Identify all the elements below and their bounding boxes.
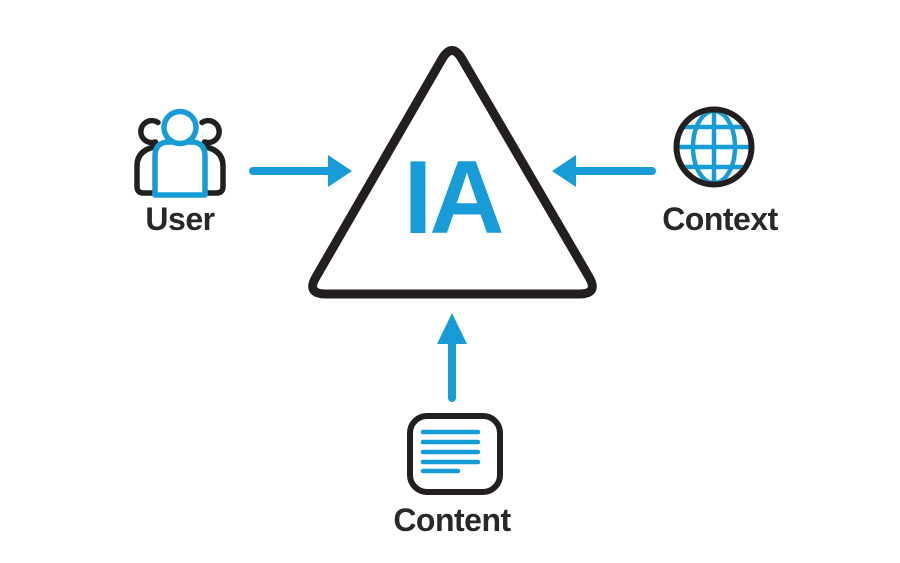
ia-triangle: [308, 46, 597, 299]
context-label: Context: [662, 201, 778, 237]
user-label: User: [145, 201, 215, 237]
document-icon: [407, 413, 503, 495]
arrow-right-icon: [249, 155, 352, 187]
globe-icon: [673, 106, 755, 188]
arrow-left-icon: [552, 155, 656, 187]
users-icon: [134, 108, 226, 198]
ia-center-label: IA: [403, 140, 505, 256]
arrow-up-icon: [437, 313, 467, 402]
content-label: Content: [393, 502, 511, 538]
